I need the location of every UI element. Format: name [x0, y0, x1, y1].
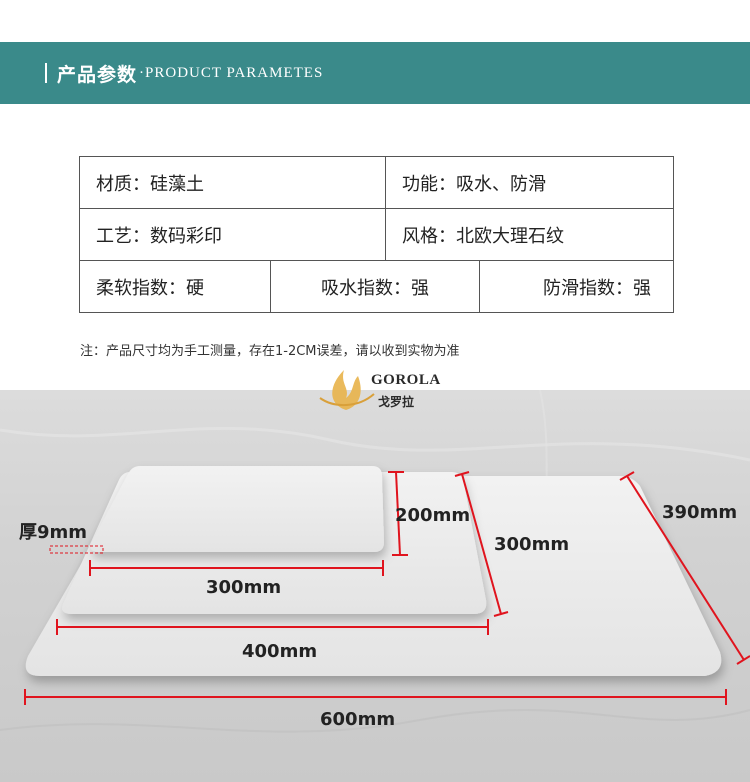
flame-logo-icon: [319, 370, 375, 410]
dim-medium-width: 400mm: [242, 641, 318, 662]
banner-title-en: ·PRODUCT PARAMETES: [139, 64, 324, 81]
dim-large-height: 390mm: [662, 502, 738, 523]
product-mats-illustration: [0, 390, 750, 733]
param-absorbency: 吸水指数：强: [270, 260, 480, 313]
params-table: 材质：硅藻土 功能：吸水、防滑 工艺：数码彩印 风格：北欧大理石纹 柔软指数：硬…: [79, 156, 674, 313]
params-row-2: 工艺：数码彩印 风格：北欧大理石纹: [79, 208, 674, 261]
dimension-lines: [24, 471, 750, 705]
dim-small-width: 300mm: [206, 577, 282, 598]
param-material: 材质：硅藻土: [79, 156, 386, 209]
dim-medium-height: 300mm: [494, 534, 570, 555]
param-softness: 柔软指数：硬: [79, 260, 271, 313]
param-style: 风格：北欧大理石纹: [385, 208, 674, 261]
brand-logo: GOROLA 戈罗拉: [316, 364, 456, 414]
dim-large-width: 600mm: [320, 709, 396, 730]
params-row-3: 柔软指数：硬 吸水指数：强 防滑指数：强: [79, 260, 674, 313]
banner-accent-bar: [45, 63, 47, 83]
measurement-note: 注：产品尺寸均为手工测量，存在1-2CM误差，请以收到实物为准: [80, 344, 460, 359]
product-photo: 厚9mm 300mm 200mm 400mm 300mm 600mm 390mm: [0, 390, 750, 782]
dim-thickness: 厚9mm: [19, 522, 88, 543]
dim-small-height: 200mm: [395, 505, 471, 526]
banner-title-zh: 产品参数: [57, 63, 138, 86]
param-function: 功能：吸水、防滑: [385, 156, 674, 209]
param-antislip: 防滑指数：强: [479, 260, 674, 313]
thickness-marker: [49, 545, 104, 554]
mat-small: [90, 466, 384, 552]
params-row-1: 材质：硅藻土 功能：吸水、防滑: [79, 156, 674, 209]
param-process: 工艺：数码彩印: [79, 208, 386, 261]
section-banner: 产品参数 ·PRODUCT PARAMETES: [0, 42, 750, 104]
brand-name-zh: 戈罗拉: [378, 395, 415, 409]
brand-name: GOROLA: [371, 372, 441, 388]
